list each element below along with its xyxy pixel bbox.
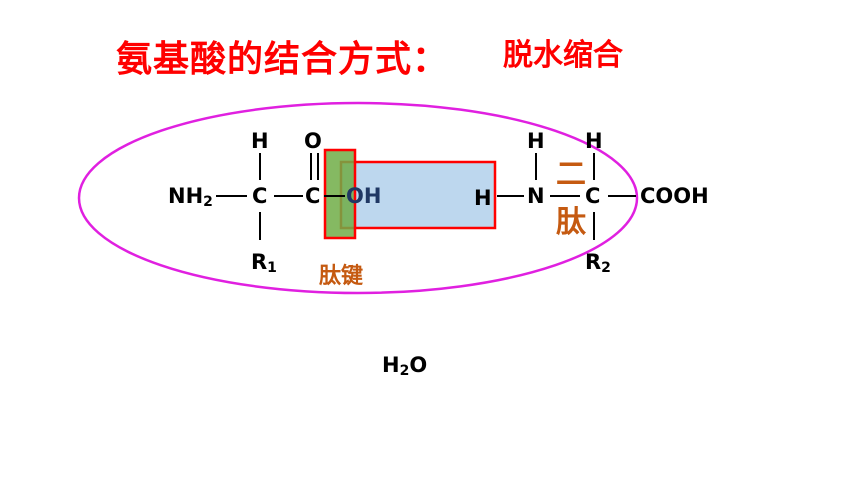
carboxyl-group: COOH: [640, 184, 709, 208]
carbonyl-carbon: C: [305, 184, 321, 208]
water-removal-box: [339, 160, 497, 230]
amine-group: NH2: [168, 184, 213, 210]
hydroxyl-group: OH: [346, 184, 382, 208]
dipeptide-ellipse: [77, 101, 639, 295]
alpha-h-1: H: [251, 129, 269, 153]
nitrogen: N: [527, 184, 545, 208]
slide-title: 氨基酸的结合方式：: [116, 39, 450, 80]
peptide-bond-box: [323, 148, 357, 240]
nitrogen-h: H: [527, 129, 545, 153]
dipeptide-label-2: 肽: [556, 205, 586, 240]
r-group-1: R1: [251, 250, 277, 276]
r-group-2: R2: [585, 250, 611, 276]
dipeptide-label-1: 二: [556, 157, 586, 192]
carbonyl-oxygen: O: [304, 129, 322, 153]
alpha-h-2: H: [585, 129, 603, 153]
amine-h: H: [474, 186, 492, 210]
peptide-bond-label: 肽键: [319, 264, 364, 289]
alpha-carbon-1: C: [252, 184, 268, 208]
water-molecule: H2O: [382, 353, 428, 379]
alpha-carbon-2: C: [585, 184, 601, 208]
slide-subtitle: 脱水缩合: [503, 38, 623, 73]
